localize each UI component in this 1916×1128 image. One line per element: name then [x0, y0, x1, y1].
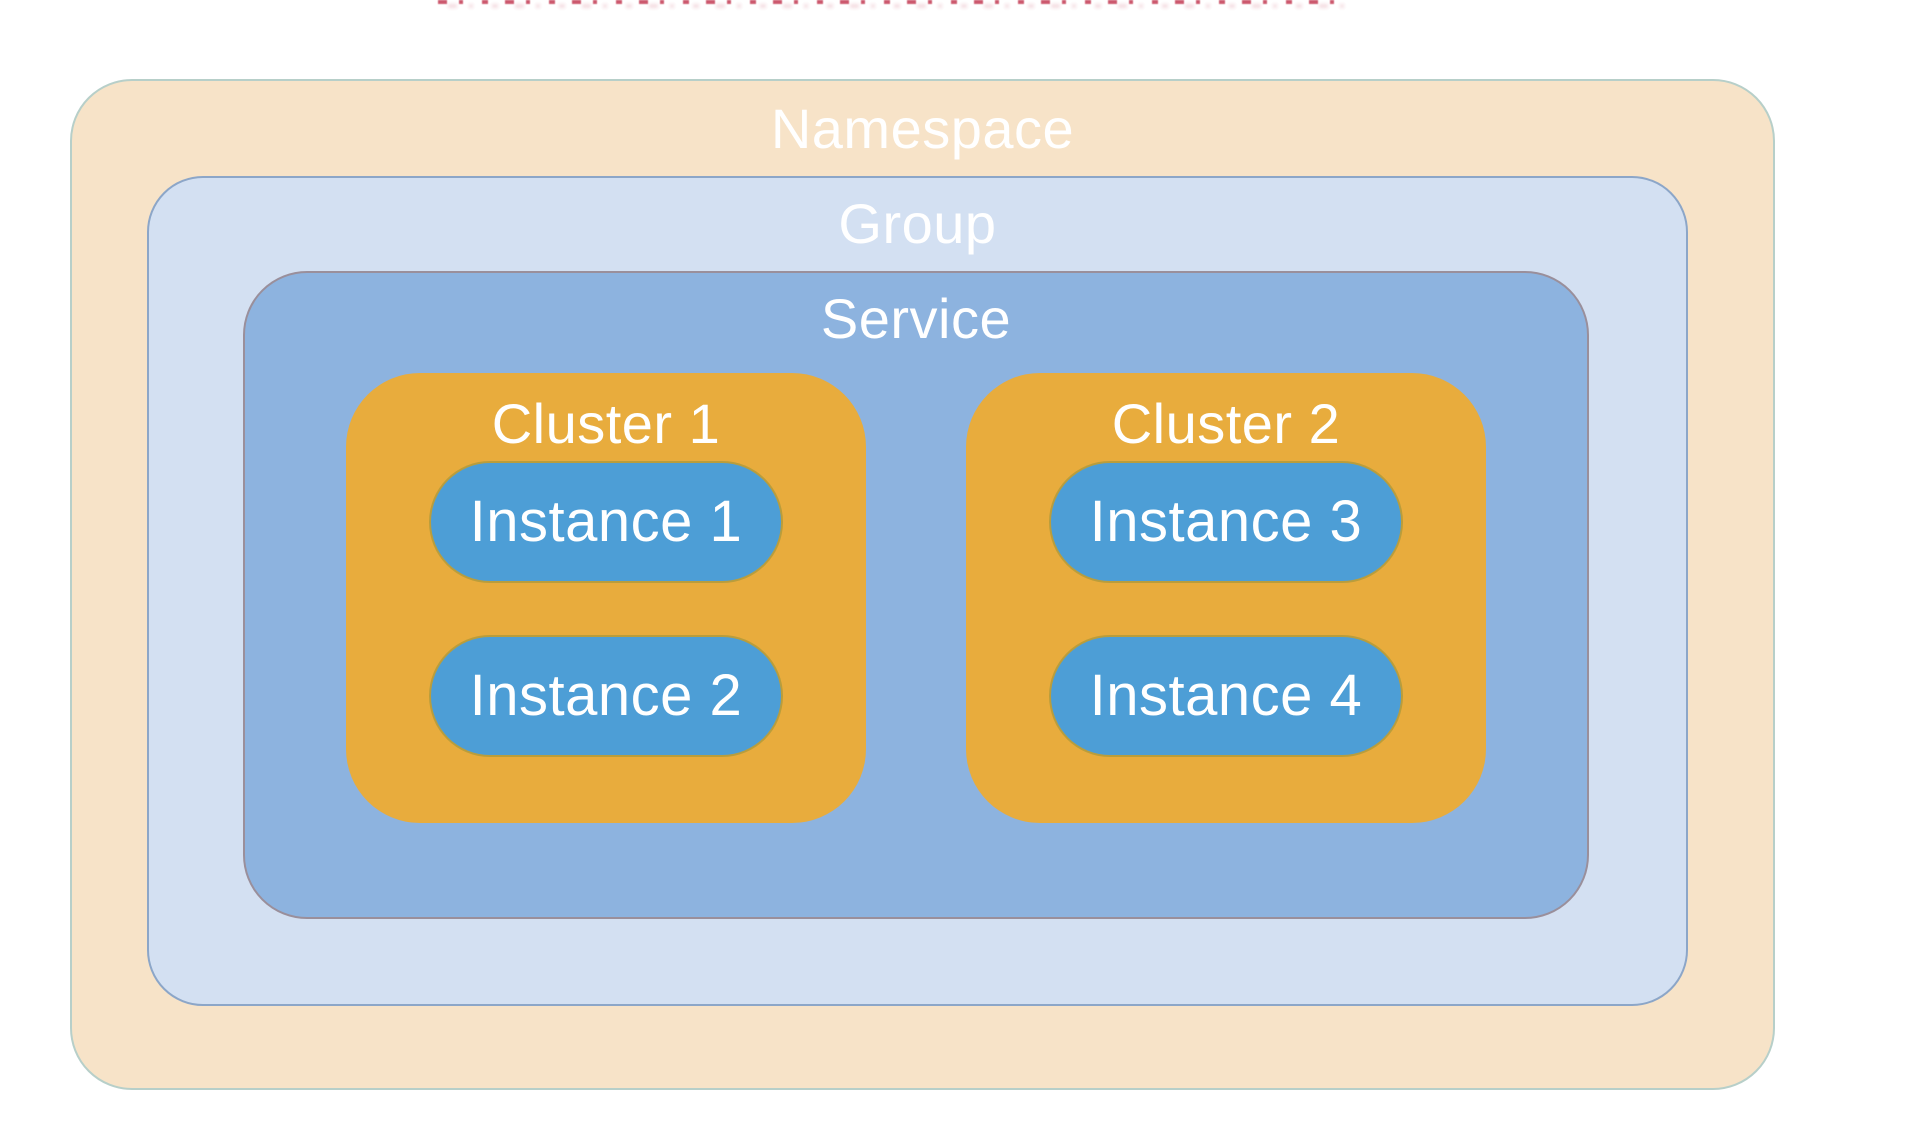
cluster-2-label: Cluster 2: [1111, 392, 1341, 455]
group-label: Group: [838, 192, 997, 255]
instance-3-label: Instance 3: [1089, 489, 1363, 554]
instance-1-label: Instance 1: [469, 489, 743, 554]
cluster-2-box: Cluster 2 Instance 3 Instance 4: [966, 373, 1486, 823]
service-label: Service: [820, 287, 1012, 350]
instance-3-pill: Instance 3: [1051, 463, 1401, 581]
clusters-row: Cluster 1 Instance 1 Instance 2 Cluster …: [245, 373, 1587, 823]
cluster-1-box: Cluster 1 Instance 1 Instance 2: [346, 373, 866, 823]
instance-2-label: Instance 2: [469, 663, 743, 728]
instance-4-pill: Instance 4: [1051, 637, 1401, 755]
cluster-1-label: Cluster 1: [491, 392, 721, 455]
instance-1-pill: Instance 1: [431, 463, 781, 581]
namespace-label: Namespace: [770, 97, 1075, 160]
service-box: Service Cluster 1 Instance 1 Instance 2 …: [243, 271, 1589, 919]
cropped-red-text-fragments: [438, 0, 1338, 8]
namespace-box: Namespace Group Service Cluster 1 Instan…: [70, 79, 1775, 1090]
instance-2-pill: Instance 2: [431, 637, 781, 755]
instance-4-label: Instance 4: [1089, 663, 1363, 728]
group-box: Group Service Cluster 1 Instance 1 Insta…: [147, 176, 1688, 1006]
